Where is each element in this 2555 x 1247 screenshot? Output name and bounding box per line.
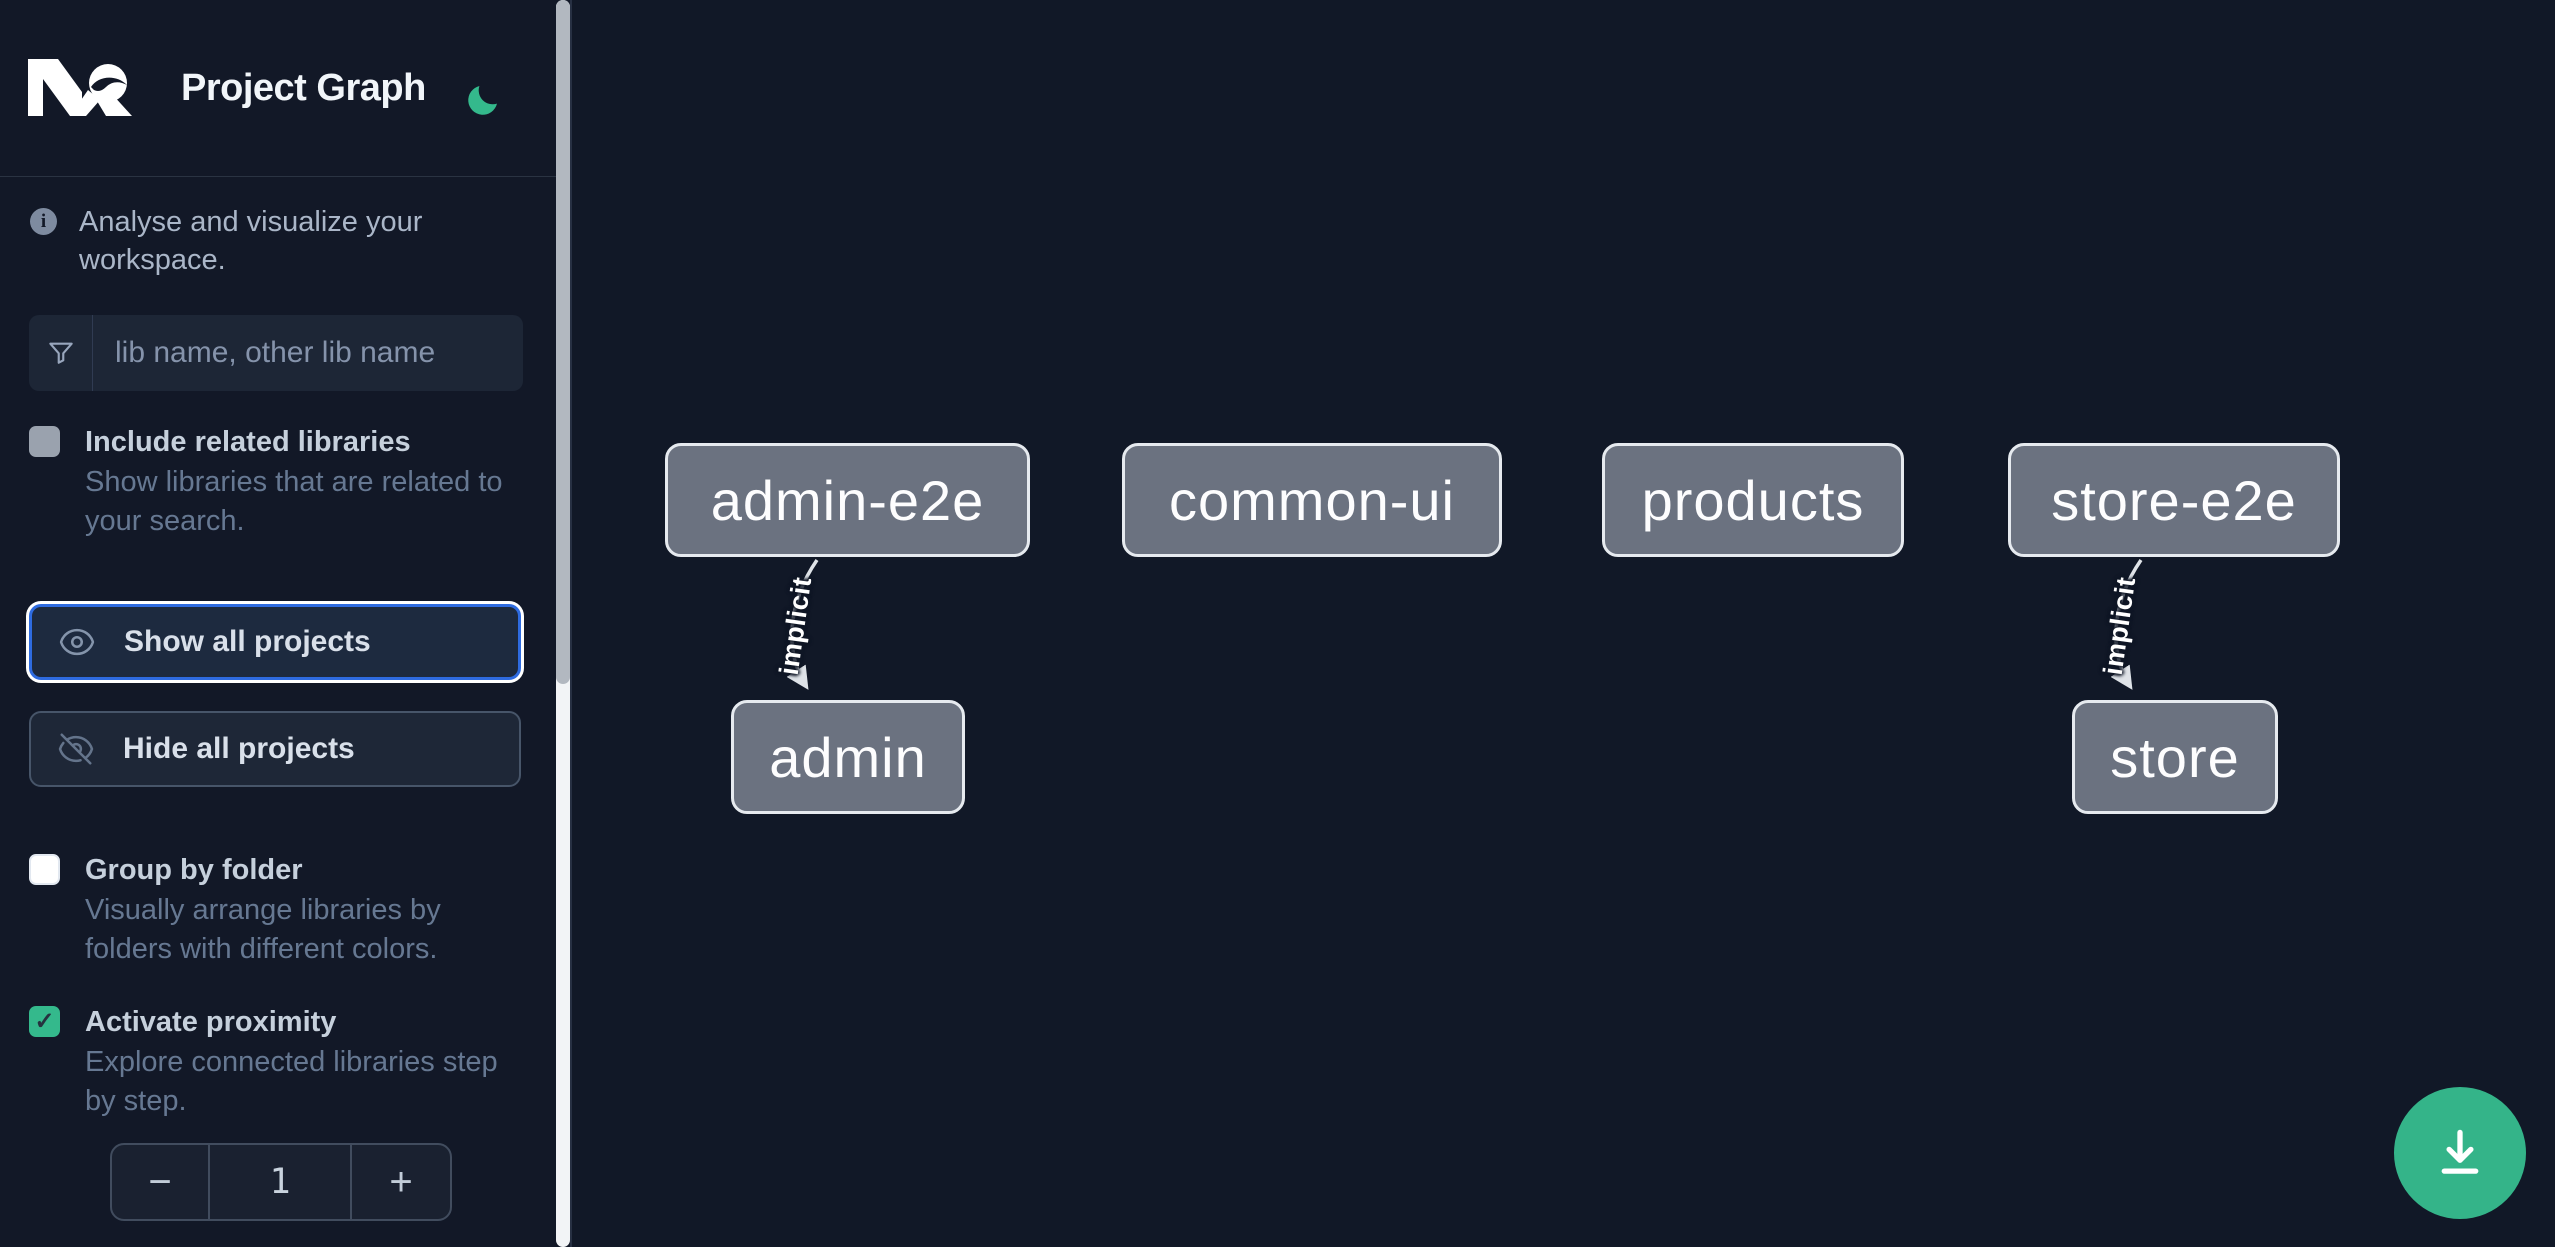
checkmark-icon: ✓ — [34, 1008, 55, 1035]
download-icon — [2441, 1129, 2479, 1174]
eye-icon — [59, 628, 95, 656]
node-common-ui[interactable]: common-ui — [1122, 443, 1502, 557]
tagline-row: i Analyse and visualize your workspace. — [30, 203, 540, 279]
hide-all-projects-label: Hide all projects — [123, 732, 355, 765]
toggle-activate-proximity-label: Activate proximity — [85, 1006, 337, 1038]
checkbox-group-by-folder[interactable] — [29, 854, 60, 885]
toggle-include-related-label: Include related libraries — [85, 426, 411, 458]
search-input[interactable] — [93, 315, 523, 391]
nx-logo — [28, 59, 132, 116]
proximity-depth-stepper: − 1 + — [110, 1143, 452, 1221]
node-admin-e2e[interactable]: admin-e2e — [665, 443, 1030, 557]
checkbox-include-related[interactable] — [29, 426, 60, 457]
eye-slash-icon — [58, 733, 94, 765]
theme-toggle-button[interactable] — [462, 78, 506, 122]
tagline-text: Analyse and visualize your workspace. — [79, 206, 423, 276]
node-products[interactable]: products — [1602, 443, 1904, 557]
toggle-activate-proximity-description: Explore connected libraries step by step… — [85, 1046, 498, 1117]
search-box — [29, 315, 523, 391]
node-store-e2e[interactable]: store-e2e — [2008, 443, 2340, 557]
toggle-group-by-folder: Group by folder Visually arrange librari… — [29, 849, 529, 969]
download-button[interactable] — [2394, 1087, 2526, 1219]
hide-all-projects-button[interactable]: Hide all projects — [29, 711, 521, 787]
increment-button[interactable]: + — [350, 1145, 450, 1219]
sidebar-scrollbar — [556, 0, 570, 1247]
toggle-include-related: Include related libraries Show libraries… — [29, 421, 529, 541]
toggle-activate-proximity: ✓ Activate proximity Explore connected l… — [29, 1001, 529, 1121]
toggle-include-related-description: Show libraries that are related to your … — [85, 466, 503, 537]
sidebar-header: Project Graph — [0, 0, 570, 177]
show-all-projects-button[interactable]: Show all projects — [29, 604, 521, 680]
toggle-group-by-folder-description: Visually arrange libraries by folders wi… — [85, 894, 441, 965]
sidebar-scrollbar-thumb[interactable] — [556, 0, 570, 684]
proximity-depth-value: 1 — [269, 1162, 291, 1202]
show-all-projects-label: Show all projects — [124, 625, 371, 658]
page-title: Project Graph — [181, 67, 426, 109]
checkbox-activate-proximity[interactable]: ✓ — [29, 1006, 60, 1037]
toggle-group-by-folder-label: Group by folder — [85, 854, 303, 886]
node-store[interactable]: store — [2072, 700, 2278, 814]
node-admin[interactable]: admin — [731, 700, 965, 814]
sidebar: Project Graph i Analyse and visualize yo… — [0, 0, 572, 1247]
moon-icon — [468, 85, 497, 115]
funnel-icon — [29, 315, 93, 391]
graph-canvas[interactable] — [574, 0, 2555, 1247]
decrement-button[interactable]: − — [112, 1145, 210, 1219]
info-icon: i — [30, 208, 57, 235]
